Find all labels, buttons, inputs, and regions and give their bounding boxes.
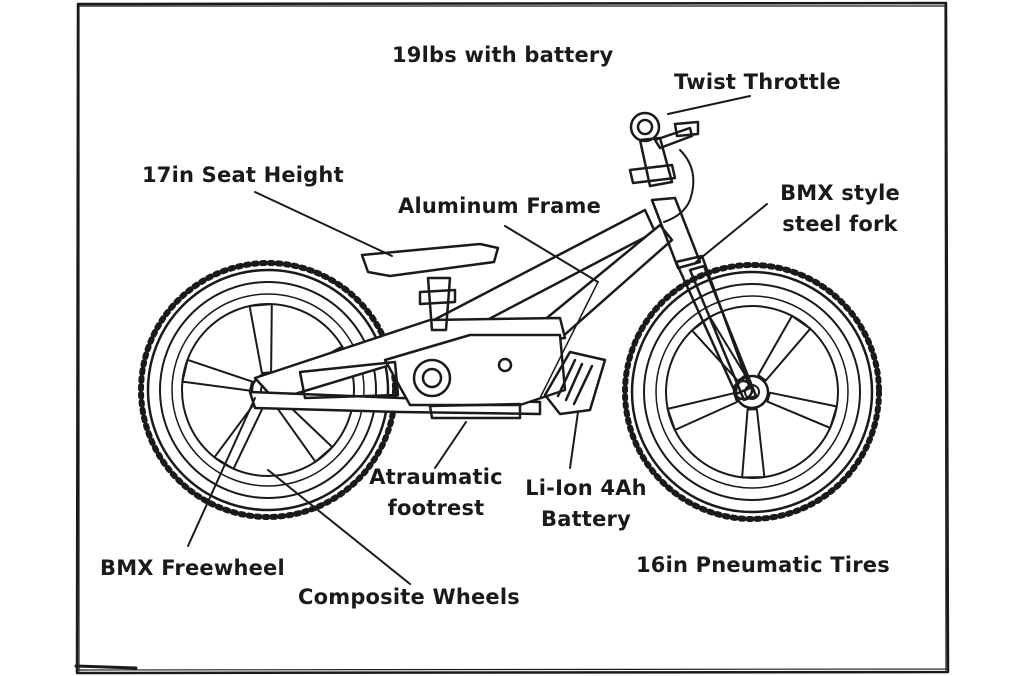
tires-label: 16in Pneumatic Tires [636, 553, 890, 577]
fork-label: BMX style steel fork [770, 178, 910, 240]
footrest-label: Atraumatic footrest [366, 462, 506, 524]
frame-label: Aluminum Frame [398, 194, 602, 218]
wheel-spoke [766, 391, 838, 429]
wheels-label: Composite Wheels [298, 585, 520, 609]
wheel-spoke [181, 358, 254, 392]
battery-label: Li-Ion 4Ah Battery [516, 473, 656, 535]
footrest-label-line-1: Atraumatic [369, 465, 503, 489]
throttle-label: Twist Throttle [674, 70, 841, 94]
weight-label: 19lbs with battery [392, 43, 614, 67]
wheel-spoke [666, 392, 738, 431]
battery [543, 350, 607, 416]
frame [248, 208, 674, 420]
battery-label-line-2: Battery [541, 507, 631, 531]
handlebar [628, 111, 700, 223]
fork [650, 196, 758, 402]
seat-height-label: 17in Seat Height [142, 163, 344, 187]
seat [360, 242, 500, 332]
wheel-spoke [757, 314, 812, 382]
sketch-border [74, 1, 950, 675]
fork-label-line-1: BMX style [780, 181, 900, 205]
wheel-spoke [248, 303, 273, 375]
footrest-label-line-2: footrest [387, 496, 485, 520]
battery-label-line-1: Li-Ion 4Ah [525, 476, 647, 500]
fork-label-line-2: steel fork [782, 212, 898, 236]
freewheel-label: BMX Freewheel [100, 556, 285, 580]
wheel-spoke [741, 408, 766, 479]
leader-lines [187, 95, 768, 585]
